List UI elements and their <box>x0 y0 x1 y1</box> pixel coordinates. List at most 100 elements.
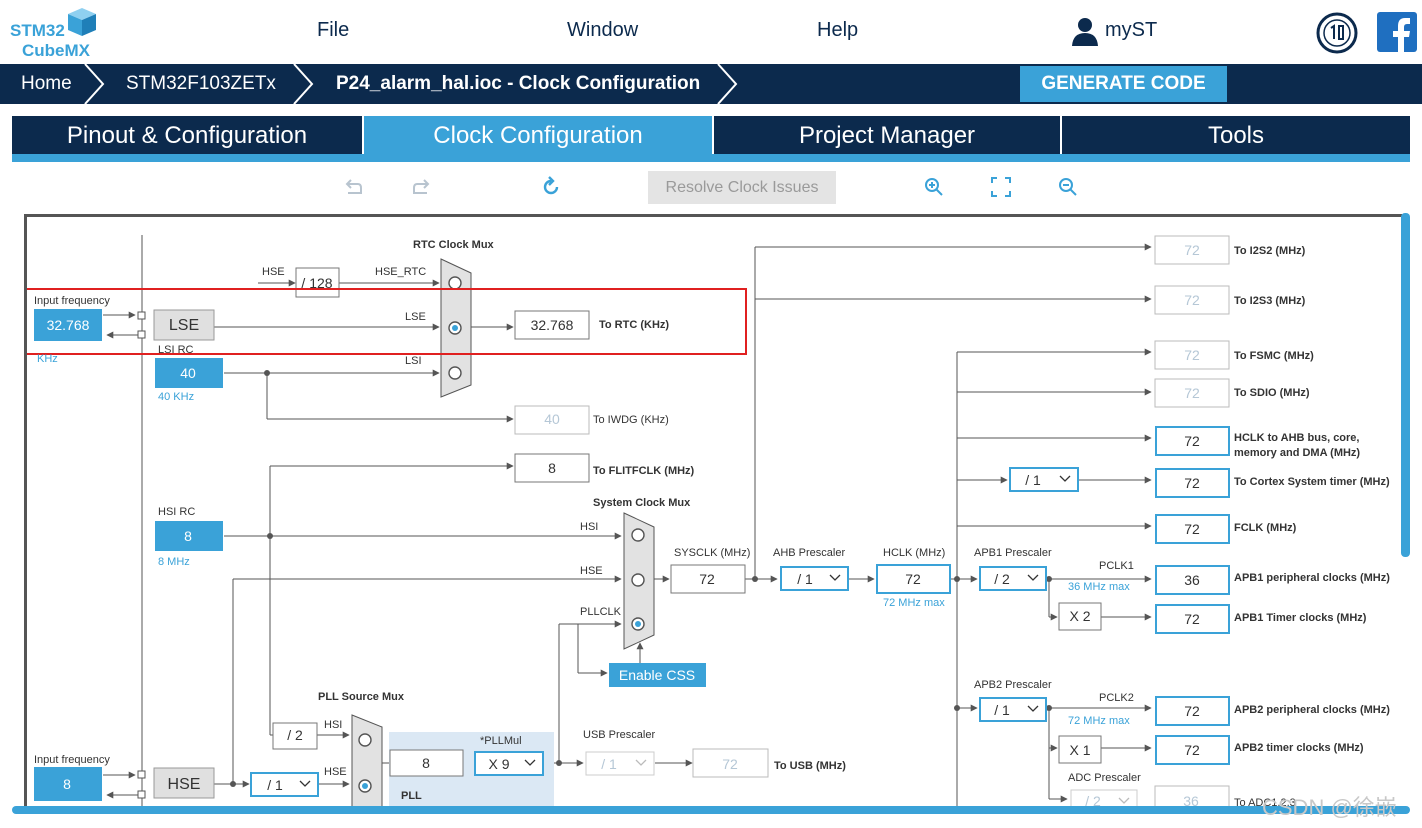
apb2-timer-mul: X 1 <box>1069 742 1090 758</box>
output-apb1-timer-value: 72 <box>1184 611 1200 627</box>
rtc-out-label: To RTC (KHz) <box>599 319 669 331</box>
apb1-label: APB1 Prescaler <box>974 547 1052 559</box>
lse-oscillator <box>153 309 215 341</box>
tab-clock-configuration[interactable]: Clock Configuration <box>364 116 712 154</box>
sysclk-value: 72 <box>699 571 715 587</box>
output-hclk-ahb-value: 72 <box>1184 433 1200 449</box>
usb-prescaler-value[interactable]: / 1 <box>601 756 617 772</box>
output-cortex-label: To Cortex System timer (MHz) <box>1234 476 1390 488</box>
facebook-icon[interactable] <box>1377 12 1417 52</box>
ahb-value[interactable]: / 1 <box>797 571 813 587</box>
breadcrumb-mcu[interactable]: STM32F103ZETx <box>126 73 276 94</box>
menu-myst[interactable]: myST <box>1105 19 1158 41</box>
zoom-out-icon[interactable] <box>1057 176 1079 198</box>
rtc-mux-hse: HSE <box>262 266 285 278</box>
tab-tools[interactable]: Tools <box>1207 122 1265 149</box>
lsi-rc-label: LSI RC <box>158 344 194 356</box>
apb1-timer-mul: X 2 <box>1069 608 1090 624</box>
apb1-value[interactable]: / 2 <box>994 571 1010 587</box>
tab-pinout[interactable]: Pinout & Configuration <box>66 122 308 149</box>
reset-icon[interactable] <box>540 176 562 198</box>
hclk-sub: 72 MHz max <box>883 597 945 609</box>
redo-icon[interactable] <box>410 176 432 198</box>
watermark: CSDN @徐嵌 <box>1262 795 1397 820</box>
hse-input-value[interactable]: 8 <box>63 776 71 792</box>
pll-mul-select[interactable] <box>474 751 544 776</box>
undo-icon[interactable] <box>343 176 365 198</box>
output-apb2-timer-value: 72 <box>1184 742 1200 758</box>
clock-diagram-canvas[interactable]: Input frequency 32.768 KHz LSE LSI RC 40… <box>24 214 1402 814</box>
hsi-rc-text: 8 <box>184 528 192 544</box>
adc-label: ADC Prescaler <box>1068 772 1141 784</box>
breadcrumb-project: P24_alarm_hal.ioc - Clock Configuration <box>336 73 701 94</box>
iwdg-value: 40 <box>544 411 560 427</box>
apb2-sub: 72 MHz max <box>1068 715 1130 727</box>
rtc-out-value: 32.768 <box>531 317 574 333</box>
menu-window[interactable]: Window <box>567 19 639 41</box>
hsi-div-value: / 2 <box>287 727 303 743</box>
lse-input-label: Input frequency <box>34 295 110 307</box>
menu-help[interactable]: Help <box>817 19 859 41</box>
lse-input-frequency-field[interactable] <box>34 309 102 341</box>
hclk-label: HCLK (MHz) <box>883 547 945 559</box>
rtc-mux-lsi: LSI <box>405 355 422 367</box>
hse-input-label: Input frequency <box>34 754 110 766</box>
hclk-value: 72 <box>905 571 921 587</box>
pclk2-label: PCLK2 <box>1099 692 1134 704</box>
enable-css-button[interactable] <box>609 663 706 687</box>
sysclk-label: SYSCLK (MHz) <box>674 547 750 559</box>
enable-css-label[interactable]: Enable CSS <box>619 667 695 683</box>
tab-project-manager[interactable]: Project Manager <box>798 122 976 149</box>
hsi-rc-label: HSI RC <box>158 506 195 518</box>
lse-highlight-frame <box>27 288 747 355</box>
output-apb2-timer-label: APB2 timer clocks (MHz) <box>1234 742 1364 754</box>
apb1-prescaler-select[interactable] <box>979 566 1047 591</box>
output-apb1-timer-label: APB1 Timer clocks (MHz) <box>1234 612 1367 624</box>
cortex-divider-select[interactable] <box>1009 467 1079 492</box>
horizontal-scrollbar[interactable] <box>12 806 1410 814</box>
output-hclk-ahb-label-2: memory and DMA (MHz) <box>1234 447 1360 459</box>
generate-code-button[interactable]: GENERATE CODE <box>1020 66 1227 102</box>
fit-screen-icon[interactable] <box>990 176 1012 198</box>
lsi-rc-sub: 40 KHz <box>158 391 194 403</box>
resolve-clock-issues-button[interactable]: Resolve Clock Issues <box>648 171 836 204</box>
ahb-prescaler-select[interactable] <box>780 566 849 591</box>
output-i2s3-label: To I2S3 (MHz) <box>1234 295 1306 307</box>
output-fclk-label: FCLK (MHz) <box>1234 522 1297 534</box>
menu-file[interactable]: File <box>317 19 350 41</box>
sys-mux-title: System Clock Mux <box>593 497 691 509</box>
stm32cubemx-logo[interactable]: STM32 CubeMX <box>8 6 103 60</box>
output-hclk-ahb-label: HCLK to AHB bus, core, <box>1234 432 1360 444</box>
cortex-div-value[interactable]: / 1 <box>1025 472 1041 488</box>
output-sdio-label: To SDIO (MHz) <box>1234 387 1310 399</box>
apb2-prescaler-select[interactable] <box>979 697 1047 722</box>
output-sdio-value: 72 <box>1184 385 1200 401</box>
pll-mul-value[interactable]: X 9 <box>488 756 509 772</box>
user-icon[interactable] <box>1070 16 1100 46</box>
breadcrumb-home[interactable]: Home <box>21 73 72 94</box>
logo-bottom-text: CubeMX <box>22 41 91 60</box>
usb-prescaler-select[interactable] <box>585 751 655 776</box>
output-cortex-value: 72 <box>1184 475 1200 491</box>
output-fclk-value: 72 <box>1184 521 1200 537</box>
adc-value[interactable]: / 2 <box>1085 793 1101 809</box>
output-apb1-periph-value: 36 <box>1184 572 1200 588</box>
output-fsmc-value: 72 <box>1184 347 1200 363</box>
lse-input-value[interactable]: 32.768 <box>47 317 90 333</box>
pll-label: PLL <box>401 790 422 802</box>
flit-value: 8 <box>548 460 556 476</box>
hse-div-value[interactable]: / 1 <box>267 777 283 793</box>
hse-divider-select[interactable] <box>250 772 319 797</box>
apb2-value[interactable]: / 1 <box>994 702 1010 718</box>
vertical-scrollbar[interactable] <box>1401 213 1410 557</box>
hse-input-frequency-field[interactable] <box>34 767 102 801</box>
clock-tree-diagram: Input frequency 32.768 KHz LSE LSI RC 40… <box>27 235 1390 814</box>
sys-mux-pllclk: PLLCLK <box>580 606 622 618</box>
anniversary-badge-icon[interactable] <box>1316 12 1358 54</box>
usb-out-label: To USB (MHz) <box>774 760 846 772</box>
sys-mux-hse: HSE <box>580 565 603 577</box>
lse-input-unit: KHz <box>37 353 58 365</box>
zoom-in-icon[interactable] <box>923 176 945 198</box>
breadcrumb-chevron-icon <box>293 64 314 104</box>
hsi-rc-sub: 8 MHz <box>158 556 190 568</box>
